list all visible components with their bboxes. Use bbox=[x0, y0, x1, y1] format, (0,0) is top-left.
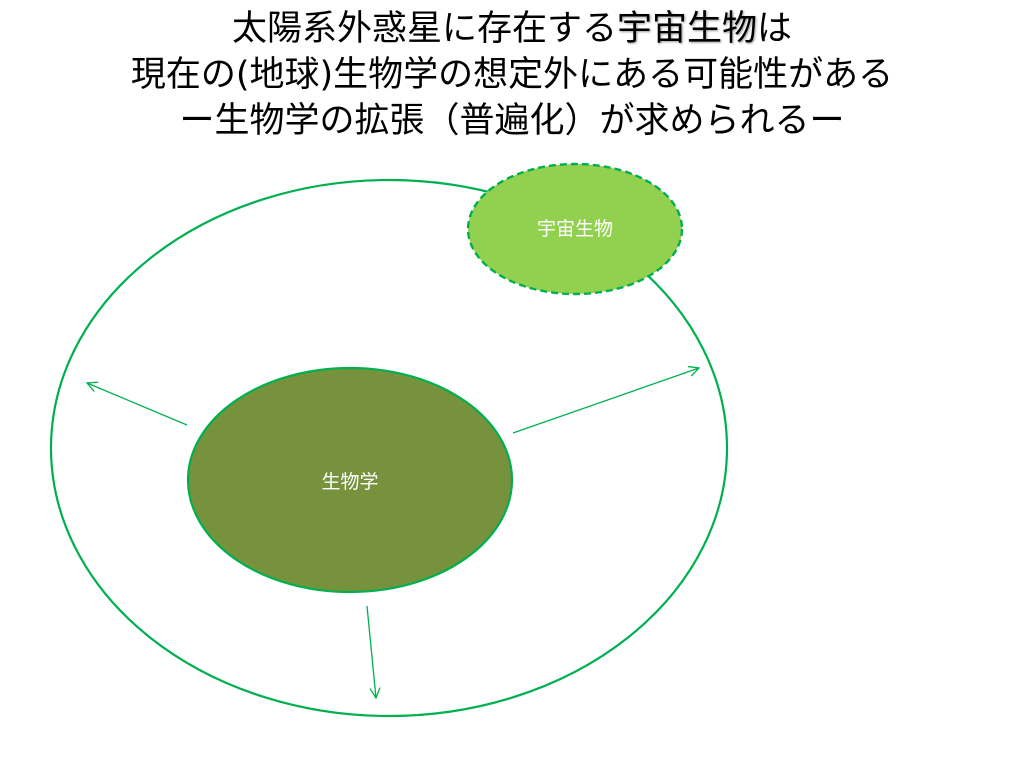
universal-biology-boundary bbox=[49, 178, 729, 718]
biology-node-label: 生物学 bbox=[321, 471, 378, 493]
expansion-arrow-right bbox=[512, 368, 699, 434]
title-line-3: ー生物学の拡張（普遍化）が求められるー bbox=[179, 101, 845, 141]
title-line-1-suffix: は bbox=[757, 9, 793, 49]
title-highlight-space-life: 宇宙生物 bbox=[616, 9, 757, 49]
space-life-node-label: 宇宙生物 bbox=[537, 218, 613, 240]
title-line-1: 太陽系外惑星に存在する宇宙生物は bbox=[0, 6, 1024, 52]
expansion-arrow-down bbox=[366, 605, 376, 698]
title-line-2: 現在の(地球)生物学の想定外にある可能性がある bbox=[130, 55, 894, 95]
slide-title: 太陽系外惑星に存在する宇宙生物は 現在の(地球)生物学の想定外にある可能性がある… bbox=[0, 6, 1024, 144]
biology-node bbox=[186, 366, 514, 594]
title-line-1-prefix: 太陽系外惑星に存在する bbox=[231, 9, 617, 49]
space-life-node bbox=[466, 162, 684, 296]
expansion-arrow-left bbox=[87, 383, 188, 426]
